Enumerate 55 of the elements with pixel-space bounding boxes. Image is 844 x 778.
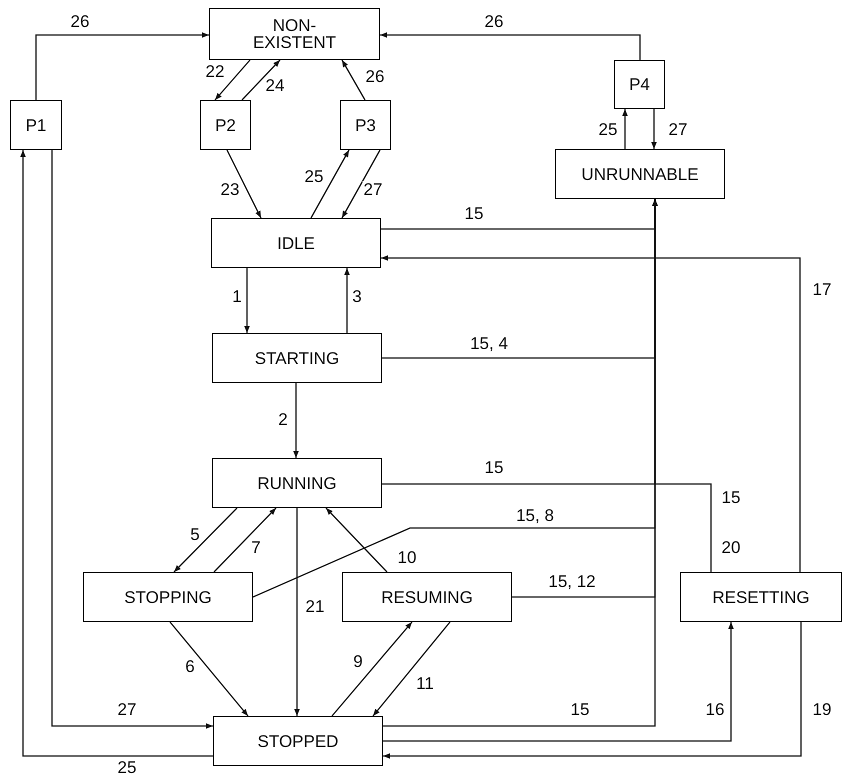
state-name: P2 [215,116,236,134]
arrow [344,268,350,333]
state-name: STOPPING [124,588,212,606]
arrow [242,60,280,100]
arrow [244,268,250,333]
arrow [326,508,388,572]
state-name: RESETTING [712,588,810,606]
state-name: STARTING [254,350,340,366]
arrow [380,32,641,60]
state-box [83,572,253,622]
arrow [341,150,381,218]
arrow [170,622,248,716]
arrow [341,60,366,100]
state-name: RESUMING [381,588,473,606]
state-name: IDLE [277,234,315,252]
state-name: NON- EXISTENT [252,17,338,51]
state-name: P1 [26,116,46,134]
arrow [381,255,801,572]
arrow [294,508,300,716]
arrow [651,109,657,149]
state-box [10,100,62,150]
state-box [555,149,725,199]
arrow [51,150,213,729]
arrow [383,622,802,759]
arrow [20,150,213,757]
state-box [212,458,382,508]
state-box [342,572,512,622]
edge-label: 15, 4 [469,335,509,353]
state-name: UNRUNNABLE [581,166,699,182]
state-name: RUNNING [257,474,337,492]
state-box [212,333,382,383]
arrow [293,383,299,458]
state-box [209,8,380,60]
state-box [213,716,383,766]
state-name: P3 [355,116,376,134]
arrow [652,199,712,572]
state-box [200,100,251,150]
arrow [372,622,450,716]
arrow [622,109,628,149]
state-box [680,572,842,622]
arrow [332,622,412,716]
state-name: P4 [629,76,650,93]
arrow [35,32,209,100]
state-box [340,100,391,150]
arrow [214,60,250,100]
state-name: STOPPED [258,732,338,750]
edge-label: 15, 8 [515,507,555,525]
arrow [383,622,734,742]
arrow [226,150,262,218]
arrow [214,508,276,572]
state-box [211,218,381,268]
arrow [174,508,238,572]
arrow [310,150,350,218]
edge-label: 15, 12 [547,573,597,591]
state-box [614,60,665,109]
